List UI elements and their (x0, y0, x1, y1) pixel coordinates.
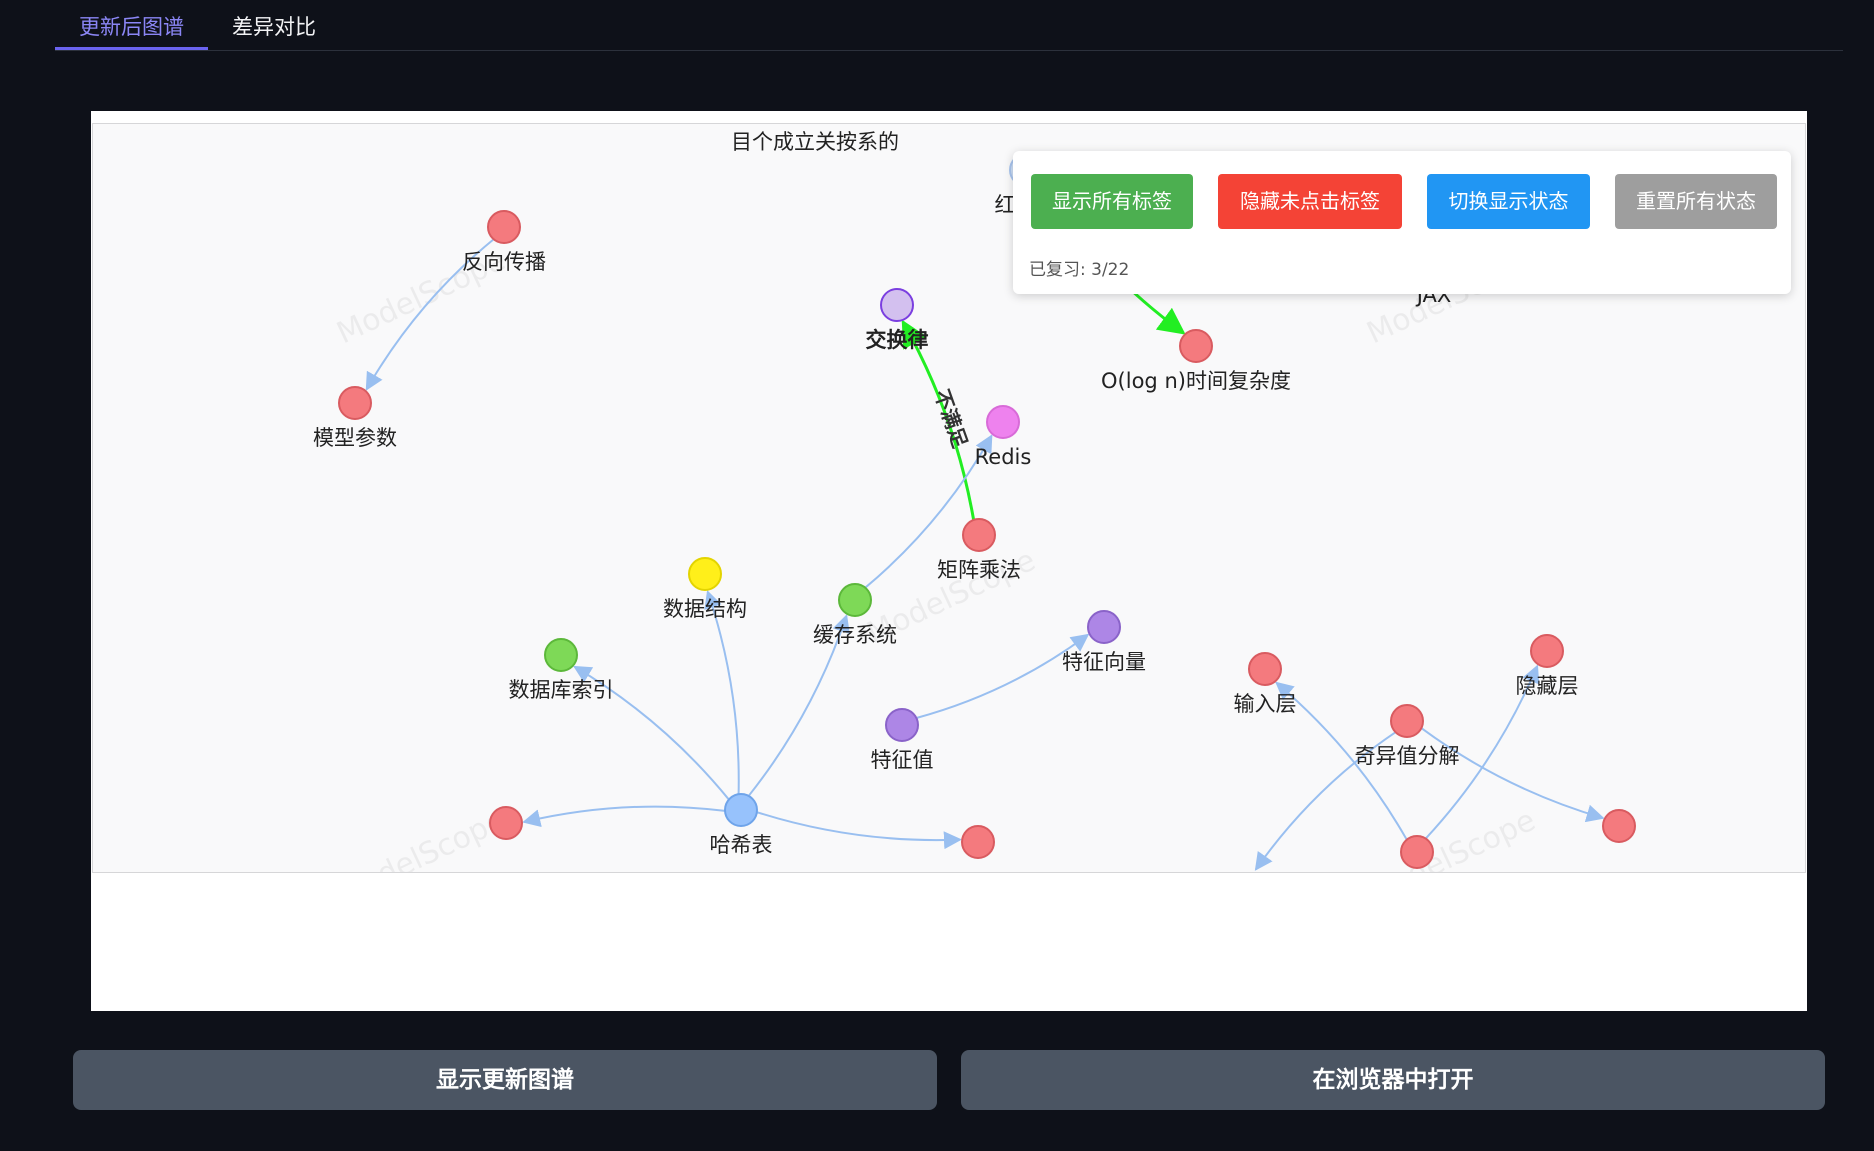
node-circle[interactable] (724, 793, 758, 827)
node-layer: 反向传播模型参数交换律红黑树O(log n)时间复杂度JAXRedis矩阵乘法数… (313, 153, 1636, 869)
graph-edge-bottom_red-shuru[interactable] (1275, 681, 1408, 841)
open-in-browser-button[interactable]: 在浏览器中打开 (961, 1050, 1825, 1110)
node-label: 特征值 (871, 748, 934, 772)
node-label: 模型参数 (313, 426, 397, 450)
node-label: 隐藏层 (1516, 674, 1579, 698)
label-control-panel: 显示所有标签 隐藏未点击标签 切换显示状态 重置所有状态 已复习: 3/22 (1013, 151, 1791, 294)
graph-node-haxibiao[interactable]: 哈希表 (710, 793, 773, 857)
node-circle[interactable] (838, 583, 872, 617)
watermark-text: ModelScope (332, 803, 511, 873)
node-circle[interactable] (962, 518, 996, 552)
graph-node-left_red[interactable] (489, 806, 523, 840)
graph-node-br_red[interactable] (1602, 809, 1636, 843)
graph-node-juzhen[interactable]: 矩阵乘法 (937, 518, 1021, 582)
node-label: 输入层 (1234, 692, 1297, 716)
graph-node-redis[interactable]: Redis (975, 405, 1032, 469)
node-circle[interactable] (489, 806, 523, 840)
node-label: 奇异值分解 (1355, 744, 1460, 768)
show-all-labels-button[interactable]: 显示所有标签 (1031, 174, 1193, 229)
graph-node-shujuku[interactable]: 数据库索引 (509, 638, 614, 702)
node-label: 特征向量 (1062, 650, 1146, 674)
node-circle[interactable] (961, 825, 995, 859)
graph-node-moxing[interactable]: 模型参数 (313, 386, 397, 450)
graph-node-tezhengzhi[interactable]: 特征值 (871, 708, 934, 772)
hide-unclicked-labels-button[interactable]: 隐藏未点击标签 (1218, 174, 1402, 229)
node-circle[interactable] (1390, 704, 1424, 738)
node-label: 缓存系统 (813, 623, 897, 647)
review-progress-text: 已复习: 3/22 (1029, 260, 1130, 280)
node-circle[interactable] (885, 708, 919, 742)
node-label: Redis (975, 445, 1032, 469)
graph-edge-fanxiang-moxing[interactable] (365, 238, 495, 391)
node-circle[interactable] (1602, 809, 1636, 843)
watermark-text: ModelScope (1362, 803, 1541, 873)
graph-node-huancun[interactable]: 缓存系统 (813, 583, 897, 647)
tab-bar: 更新后图谱 差异对比 (55, 0, 1843, 51)
node-label: 交换律 (866, 328, 929, 352)
node-circle[interactable] (986, 405, 1020, 439)
graph-edge-haxibiao-huancun[interactable] (747, 614, 850, 797)
node-label: 数据库索引 (509, 678, 614, 702)
graph-edge-tezhengzhi-tezhengxiangliang[interactable] (916, 633, 1090, 719)
node-circle[interactable] (1530, 634, 1564, 668)
graph-node-ologn[interactable]: O(log n)时间复杂度 (1101, 329, 1291, 393)
graph-node-shuru[interactable]: 输入层 (1234, 652, 1297, 716)
graph-edge-bottom_red-yincang[interactable] (1424, 664, 1540, 840)
tab-diff-compare[interactable]: 差异对比 (232, 15, 316, 39)
toggle-display-button[interactable]: 切换显示状态 (1427, 174, 1590, 229)
graph-edge-haxibiao-shujujiegou[interactable] (704, 590, 740, 795)
graph-node-qiyi[interactable]: 奇异值分解 (1355, 704, 1460, 768)
graph-edge-haxibiao-left_red[interactable] (522, 805, 726, 828)
graph-node-bottom_red[interactable] (1400, 835, 1434, 869)
node-circle[interactable] (487, 210, 521, 244)
show-updated-graph-button[interactable]: 显示更新图谱 (73, 1050, 937, 1110)
graph-node-tezhengxiangliang[interactable]: 特征向量 (1062, 610, 1146, 674)
node-label: O(log n)时间复杂度 (1101, 369, 1291, 393)
node-circle[interactable] (1087, 610, 1121, 644)
node-label: 矩阵乘法 (937, 558, 1021, 582)
graph-node-jiaohuan[interactable]: 交换律 (866, 288, 929, 352)
clipped-edge-label: 目个成立关按系的 (731, 130, 899, 154)
graph-edge-qiyi-offscreen_left[interactable] (1254, 731, 1397, 871)
node-circle[interactable] (1179, 329, 1213, 363)
node-circle[interactable] (338, 386, 372, 420)
graph-edge-huancun-redis[interactable] (864, 434, 993, 589)
node-label: 反向传播 (462, 250, 546, 274)
node-label: 数据结构 (663, 597, 747, 621)
node-circle[interactable] (880, 288, 914, 322)
reset-all-button[interactable]: 重置所有状态 (1615, 174, 1777, 229)
node-circle[interactable] (544, 638, 578, 672)
graph-node-fanxiang[interactable]: 反向传播 (462, 210, 546, 274)
edge-label: 不满足 (930, 386, 973, 452)
graph-node-shujujiegou[interactable]: 数据结构 (663, 557, 747, 621)
node-circle[interactable] (1248, 652, 1282, 686)
node-circle[interactable] (1400, 835, 1434, 869)
graph-edge-qiyi-br_red[interactable] (1420, 727, 1605, 823)
node-circle[interactable] (688, 557, 722, 591)
graph-node-yincang[interactable]: 隐藏层 (1516, 634, 1579, 698)
graph-edge-juzhen-jiaohuan[interactable] (901, 319, 976, 521)
active-tab-indicator (55, 47, 208, 50)
node-label: 哈希表 (710, 833, 773, 857)
graph-node-right_red[interactable] (961, 825, 995, 859)
tab-updated-graph[interactable]: 更新后图谱 (79, 15, 184, 39)
graph-edge-haxibiao-right_red[interactable] (756, 811, 962, 850)
graph-edge-haxibiao-shujuku[interactable] (573, 665, 730, 801)
